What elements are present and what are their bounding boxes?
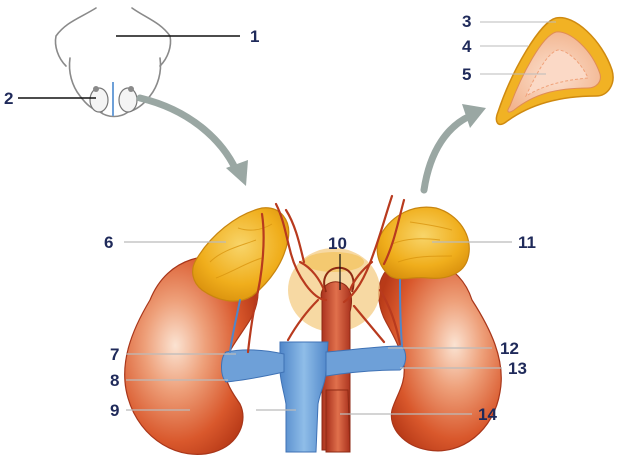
label-4: 4 [462,38,471,55]
curved-arrow-icon [424,104,486,190]
right-adrenal-gland [377,207,469,279]
label-11: 11 [518,234,536,251]
curved-arrow-icon [140,98,248,186]
left-adrenal-gland [193,208,289,301]
label-6: 6 [104,234,113,251]
label-2: 2 [4,90,13,107]
label-10: 10 [328,235,347,252]
label-13: 13 [508,360,527,377]
aorta-lower [326,390,350,452]
adrenal-cross-section [496,18,613,125]
label-5: 5 [462,66,471,83]
body-kidneys-small [90,82,137,116]
label-12: 12 [500,340,519,357]
label-1: 1 [250,28,259,45]
vena-cava [280,342,328,452]
label-14: 14 [478,406,497,423]
label-7: 7 [110,346,119,363]
right-renal-vein [326,346,406,376]
label-3: 3 [462,13,471,30]
left-renal-vein [222,350,285,382]
label-8: 8 [110,372,119,389]
label-9: 9 [110,402,119,419]
